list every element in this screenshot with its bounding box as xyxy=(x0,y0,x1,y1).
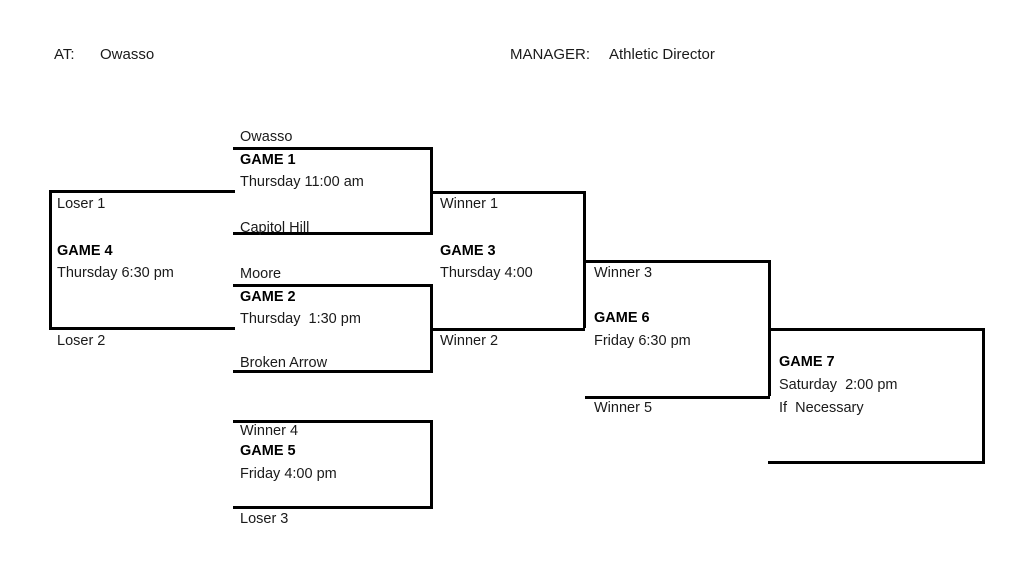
manager-value: Athletic Director xyxy=(609,46,715,63)
game-4-top-line xyxy=(49,190,235,193)
game-2-time: Thursday 1:30 pm xyxy=(240,311,361,327)
game-1-top-line xyxy=(233,147,433,150)
game-5-top-line xyxy=(233,420,433,423)
game-7-right-line xyxy=(982,328,985,462)
game-1-bottom-line xyxy=(233,232,433,235)
manager-label: MANAGER: xyxy=(510,46,591,63)
game-5-bottom-slot: Loser 3 xyxy=(240,511,289,527)
at-label: AT: xyxy=(54,46,75,63)
game-7-time: Saturday 2:00 pm xyxy=(779,377,898,393)
at-value: Owasso xyxy=(100,46,155,63)
game-7-top-line xyxy=(768,328,985,331)
game-5-time: Friday 4:00 pm xyxy=(240,466,337,482)
game-6-bottom-line xyxy=(585,396,770,399)
game-3-title: GAME 3 xyxy=(440,243,496,259)
game-5-bottom-line xyxy=(233,506,433,509)
game-2-title: GAME 2 xyxy=(240,289,296,305)
game-2-right-line xyxy=(430,284,433,370)
game-3-right-line xyxy=(583,191,586,328)
game-2-top-slot: Moore xyxy=(240,266,282,282)
game-1-bottom-slot: Capitol Hill xyxy=(240,220,310,236)
game-3-top-line xyxy=(433,191,585,194)
game-3-top-slot: Winner 1 xyxy=(440,196,499,212)
game-6-bottom-slot: Winner 5 xyxy=(594,400,653,416)
game-4-title: GAME 4 xyxy=(57,243,113,259)
game-6-top-line xyxy=(585,260,770,263)
game-2-top-line xyxy=(233,284,433,287)
game-4-bottom-line xyxy=(49,327,235,330)
game-3-bottom-line xyxy=(433,328,585,331)
game-6-title: GAME 6 xyxy=(594,310,650,326)
game-4-time: Thursday 6:30 pm xyxy=(57,265,174,281)
game-2-bottom-slot: Broken Arrow xyxy=(240,355,328,371)
game-1-title: GAME 1 xyxy=(240,152,296,168)
game-7-note: If Necessary xyxy=(779,400,864,416)
game-2-bottom-line xyxy=(233,370,433,373)
game-1-time: Thursday 11:00 am xyxy=(240,174,364,190)
game-7-title: GAME 7 xyxy=(779,354,835,370)
game-1-top-slot: Owasso xyxy=(240,129,293,145)
game-4-bottom-slot: Loser 2 xyxy=(57,333,106,349)
game-4-left-line xyxy=(49,190,52,330)
game-4-top-slot: Loser 1 xyxy=(57,196,106,212)
game-3-time: Thursday 4:00 xyxy=(440,265,533,281)
game-5-top-slot: Winner 4 xyxy=(240,423,299,439)
game-6-top-slot: Winner 3 xyxy=(594,265,653,281)
game-6-time: Friday 6:30 pm xyxy=(594,333,691,349)
game-3-bottom-slot: Winner 2 xyxy=(440,333,499,349)
game-5-right-line xyxy=(430,420,433,506)
game-5-title: GAME 5 xyxy=(240,443,296,459)
game-1-right-line xyxy=(430,147,433,232)
game-7-bottom-line xyxy=(768,461,985,464)
